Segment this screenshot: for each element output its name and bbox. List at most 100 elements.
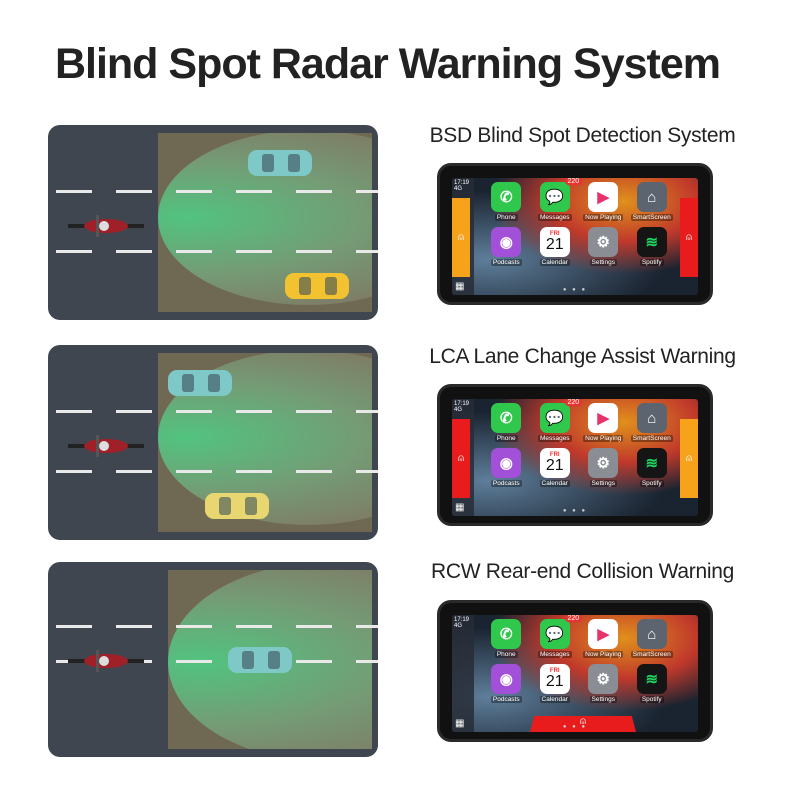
lane-marking — [356, 250, 378, 253]
car — [228, 647, 292, 673]
lane-marking — [116, 470, 152, 473]
app-smartscreen[interactable]: ⌂SmartScreen — [628, 619, 677, 658]
motorcycle-icon — [68, 650, 144, 672]
motorcycle-icon — [68, 215, 144, 237]
lane-marking — [176, 190, 212, 193]
home-icon: ⌂ — [636, 182, 667, 212]
lane-marking — [236, 625, 272, 628]
app-label: Now Playing — [583, 214, 624, 221]
feature-heading: LCA Lane Change Assist Warning — [429, 345, 736, 368]
app-settings[interactable]: ⚙ Settings — [579, 227, 628, 266]
calendar-date: 21 — [545, 673, 564, 690]
lane-marking — [296, 410, 332, 413]
notification-badge: 220 — [564, 615, 583, 622]
radar-illustration — [48, 562, 378, 757]
now-playing-icon: ▶ — [588, 182, 619, 212]
app-now-playing[interactable]: ▶ Now Playing — [579, 182, 628, 221]
app-spotify[interactable]: ≋Spotify — [628, 227, 677, 266]
settings-icon: ⚙ — [588, 664, 619, 694]
signal-indicator: 4G — [454, 407, 463, 413]
app-label: Podcasts — [490, 480, 522, 487]
app-label: Settings — [589, 259, 617, 266]
page-indicator[interactable]: ● ● ● — [562, 508, 588, 514]
app-now-playing[interactable]: ▶ Now Playing — [579, 619, 628, 658]
left-blind-spot-alert: ⍝ — [452, 419, 470, 498]
lane-marking — [56, 410, 92, 413]
app-label: Phone — [494, 435, 518, 442]
spotify-icon: ≋ — [636, 664, 667, 694]
calendar-day: FRI — [549, 668, 560, 674]
clock: 17:19 — [454, 401, 470, 407]
app-label: SmartScreen — [630, 435, 673, 442]
page-indicator[interactable]: ● ● ● — [562, 287, 588, 293]
app-smartscreen[interactable]: ⌂SmartScreen — [628, 403, 677, 442]
lane-marking — [356, 410, 378, 413]
dashboard-toggle-icon[interactable]: ▦ — [455, 502, 465, 513]
app-settings[interactable]: ⚙Settings — [579, 448, 628, 487]
right-blind-spot-alert: ⍝ — [680, 198, 698, 277]
notification-badge: 220 — [564, 399, 583, 406]
feature-heading: BSD Blind Spot Detection System — [429, 124, 736, 147]
page-indicator[interactable]: ● ● ● — [562, 724, 588, 730]
podcasts-icon: ◉ — [491, 664, 522, 694]
app-smartscreen[interactable]: ⌂SmartScreen — [628, 182, 677, 221]
podcasts-icon: ◉ — [491, 448, 522, 478]
radar-illustration — [48, 125, 378, 320]
app-label: Phone — [494, 651, 518, 658]
spotify-icon: ≋ — [636, 448, 667, 478]
app-podcasts[interactable]: ◉ Podcasts — [482, 448, 531, 487]
app-spotify[interactable]: ≋ Spotify — [628, 664, 677, 703]
app-now-playing[interactable]: ▶Now Playing — [579, 403, 628, 442]
car — [285, 273, 349, 299]
messages-icon: 💬 — [539, 619, 570, 649]
lane-marking — [56, 190, 92, 193]
lane-marking — [116, 190, 152, 193]
phone-icon: ✆ — [491, 182, 522, 212]
lane-marking — [176, 410, 212, 413]
lane-marking — [116, 410, 152, 413]
car — [248, 150, 312, 176]
podcasts-icon: ◉ — [491, 227, 522, 257]
app-podcasts[interactable]: ◉Podcasts — [482, 227, 531, 266]
settings-icon: ⚙ — [588, 227, 619, 257]
app-phone[interactable]: ✆Phone — [482, 403, 531, 442]
calendar-day: FRI — [549, 231, 560, 237]
lane-marking — [236, 190, 272, 193]
app-label: Calendar — [539, 480, 570, 487]
app-spotify[interactable]: ≋Spotify — [628, 448, 677, 487]
app-label: Calendar — [539, 696, 570, 703]
calendar-date: 21 — [545, 236, 564, 253]
dashboard-toggle-icon[interactable]: ▦ — [455, 718, 465, 729]
app-label: Spotify — [639, 696, 664, 703]
lane-marking — [116, 625, 152, 628]
app-label: Messages — [537, 651, 572, 658]
now-playing-icon: ▶ — [588, 619, 619, 649]
lane-marking — [356, 470, 378, 473]
lane-marking — [56, 250, 92, 253]
app-phone[interactable]: ✆Phone — [482, 182, 531, 221]
app-label: Now Playing — [583, 651, 624, 658]
feature-heading: RCW Rear-end Collision Warning — [431, 560, 734, 583]
app-podcasts[interactable]: ◉Podcasts — [482, 664, 531, 703]
lane-marking — [296, 660, 332, 663]
signal-indicator: 4G — [454, 623, 463, 629]
app-phone[interactable]: ✆Phone — [482, 619, 531, 658]
dashboard-toggle-icon[interactable]: ▦ — [455, 281, 465, 292]
messages-icon: 💬 — [539, 182, 570, 212]
lane-marking — [296, 190, 332, 193]
app-settings[interactable]: ⚙Settings — [579, 664, 628, 703]
